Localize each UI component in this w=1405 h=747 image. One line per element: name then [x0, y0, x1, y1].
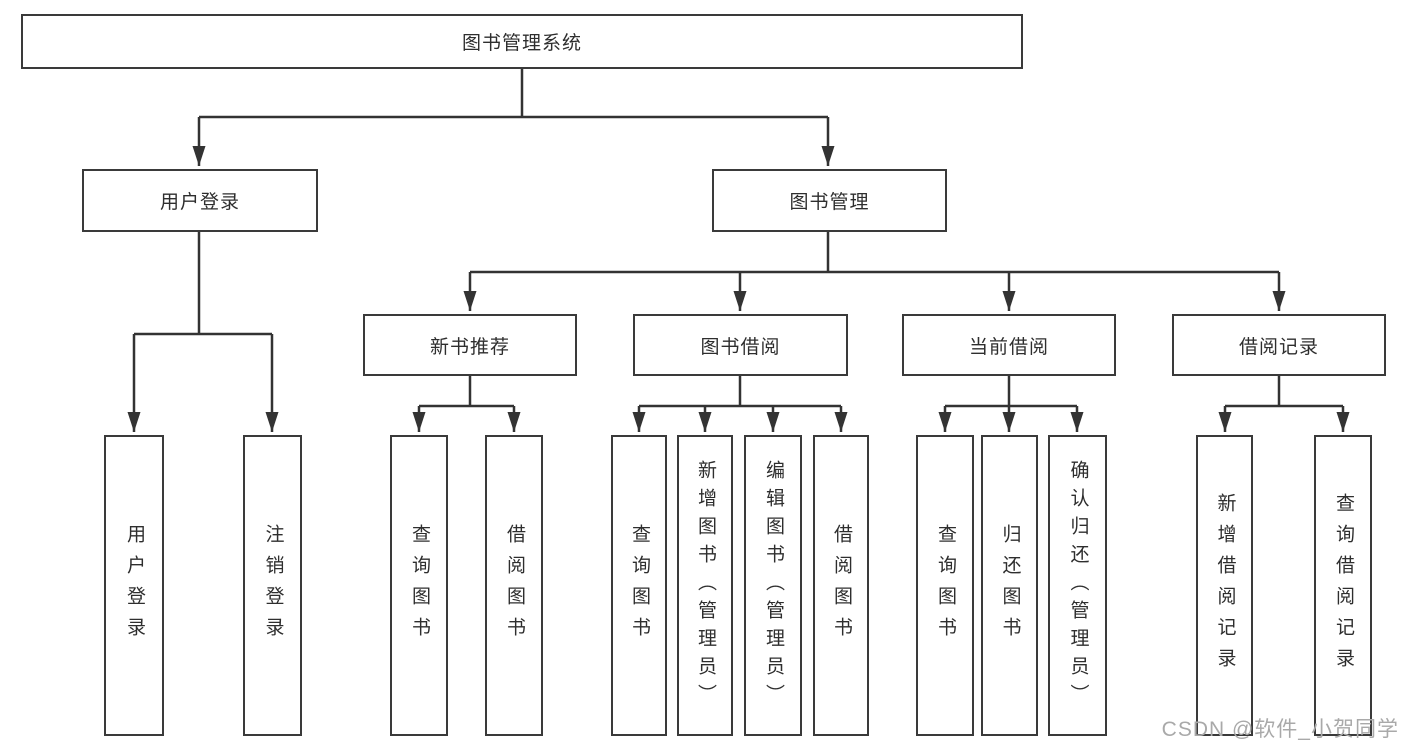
- node-leaf-add-borrow-record: 新增借阅记录: [1196, 435, 1253, 736]
- node-library-management-system: 图书管理系统: [21, 14, 1023, 69]
- leaf-label: 查询图书: [408, 523, 430, 648]
- node-user-login: 用户登录: [82, 169, 318, 232]
- node-leaf-borrow-book-1: 借阅图书: [485, 435, 543, 736]
- leaf-label: 查询图书: [934, 523, 956, 648]
- node-leaf-edit-book-admin: 编辑图书（管理员）: [744, 435, 802, 736]
- node-book-borrow: 图书借阅: [633, 314, 848, 376]
- leaf-label: 借阅图书: [503, 523, 525, 648]
- node-leaf-borrow-book-2: 借阅图书: [813, 435, 869, 736]
- node-leaf-user-login: 用户登录: [104, 435, 164, 736]
- leaf-label: 查询图书: [628, 523, 650, 648]
- leaf-label: 确认归还（管理员）: [1067, 459, 1089, 712]
- leaf-label: 编辑图书（管理员）: [762, 459, 784, 712]
- node-new-book-recommend: 新书推荐: [363, 314, 577, 376]
- node-leaf-confirm-return-admin: 确认归还（管理员）: [1048, 435, 1107, 736]
- node-leaf-query-book-1: 查询图书: [390, 435, 448, 736]
- node-leaf-query-book-2: 查询图书: [611, 435, 667, 736]
- node-leaf-add-book-admin: 新增图书（管理员）: [677, 435, 733, 736]
- node-leaf-logout: 注销登录: [243, 435, 302, 736]
- leaf-label: 借阅图书: [830, 523, 852, 648]
- node-leaf-query-book-3: 查询图书: [916, 435, 974, 736]
- node-borrow-records: 借阅记录: [1172, 314, 1386, 376]
- csdn-watermark: CSDN @软件_小贺同学: [1161, 718, 1399, 741]
- leaf-label: 查询借阅记录: [1332, 492, 1354, 679]
- node-leaf-query-borrow-record: 查询借阅记录: [1314, 435, 1372, 736]
- leaf-label: 注销登录: [262, 523, 284, 648]
- leaf-label: 用户登录: [123, 523, 145, 648]
- node-current-borrow: 当前借阅: [902, 314, 1116, 376]
- leaf-label: 新增图书（管理员）: [694, 459, 716, 712]
- leaf-label: 新增借阅记录: [1214, 492, 1236, 679]
- leaf-label: 归还图书: [999, 523, 1021, 648]
- node-book-management: 图书管理: [712, 169, 947, 232]
- node-leaf-return-book: 归还图书: [981, 435, 1038, 736]
